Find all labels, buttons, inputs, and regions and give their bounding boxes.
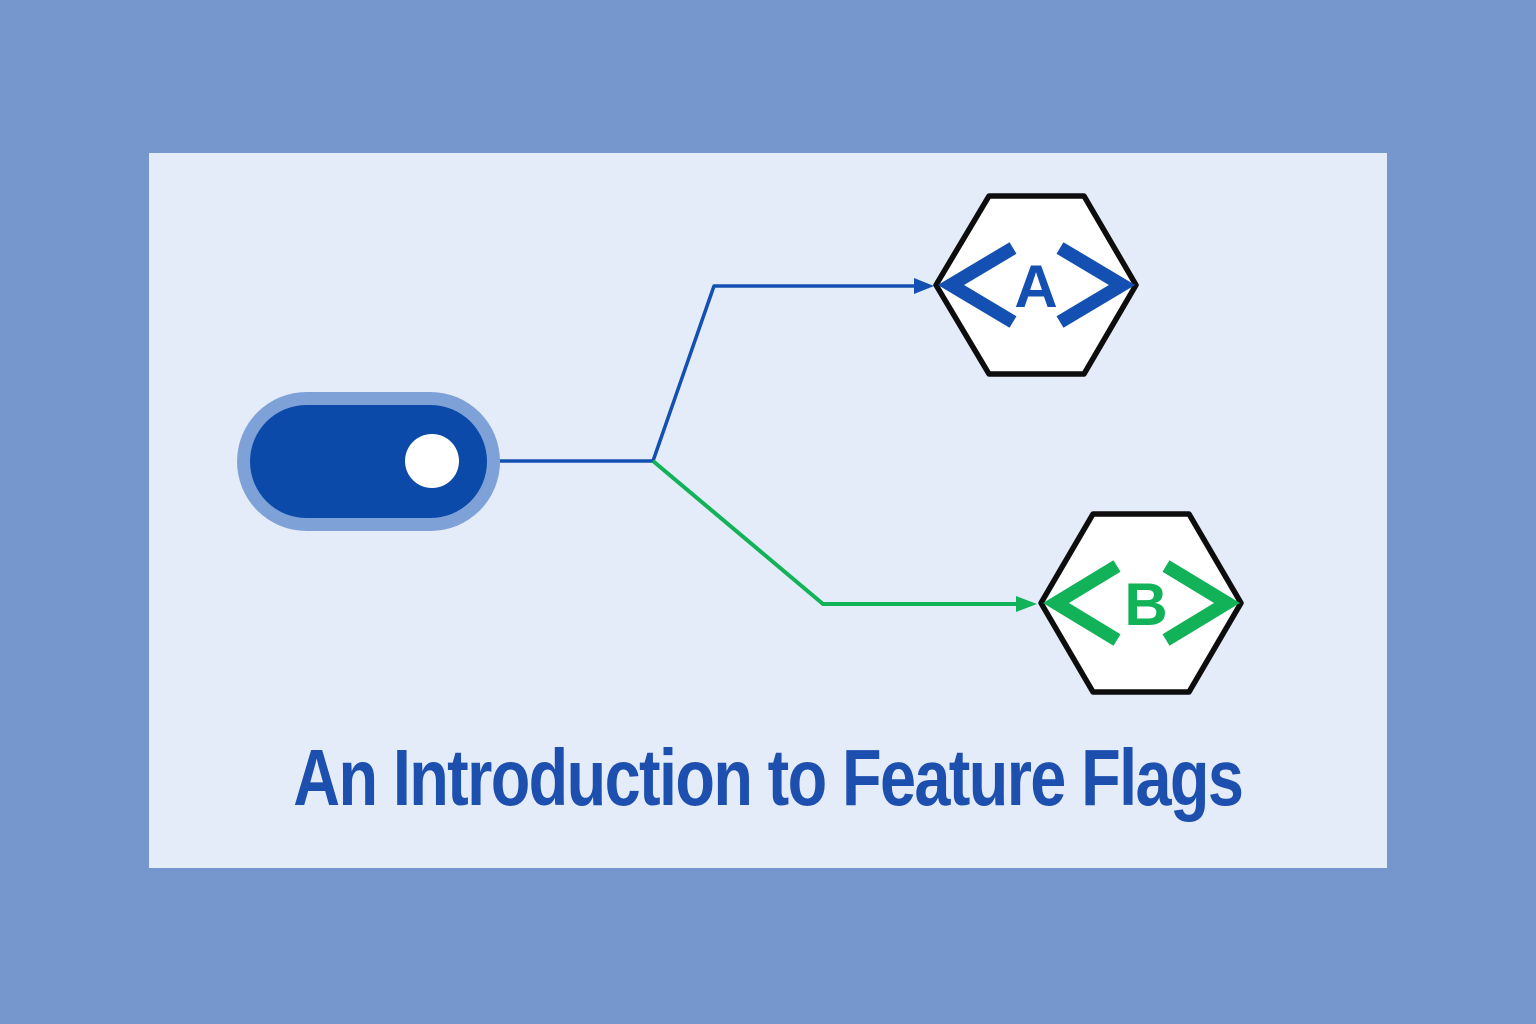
angle-bracket-right-icon (1162, 560, 1241, 646)
toggle-track (250, 405, 487, 518)
angle-bracket-left-icon (1042, 560, 1121, 646)
page-title-text: An Introduction to Feature Flags (293, 733, 1245, 822)
angle-bracket-right-icon (1056, 242, 1136, 328)
toggle-switch-icon (237, 392, 500, 531)
page-title: An Introduction to Feature Flags (0, 738, 1536, 838)
angle-bracket-left-icon (937, 242, 1017, 328)
connector-line-blue (500, 284, 918, 463)
arrow-right-green-icon (1016, 596, 1037, 612)
variant-b-node: B (1038, 511, 1244, 695)
toggle-knob (405, 434, 459, 488)
connector-line-green (651, 459, 1020, 606)
variant-a-letter: A (1014, 253, 1057, 320)
arrow-right-blue-icon (914, 278, 934, 294)
hexagon-shape (1038, 511, 1244, 695)
variant-b-letter: B (1124, 571, 1167, 638)
hexagon-shape (933, 193, 1139, 377)
variant-a-node: A (933, 193, 1139, 377)
